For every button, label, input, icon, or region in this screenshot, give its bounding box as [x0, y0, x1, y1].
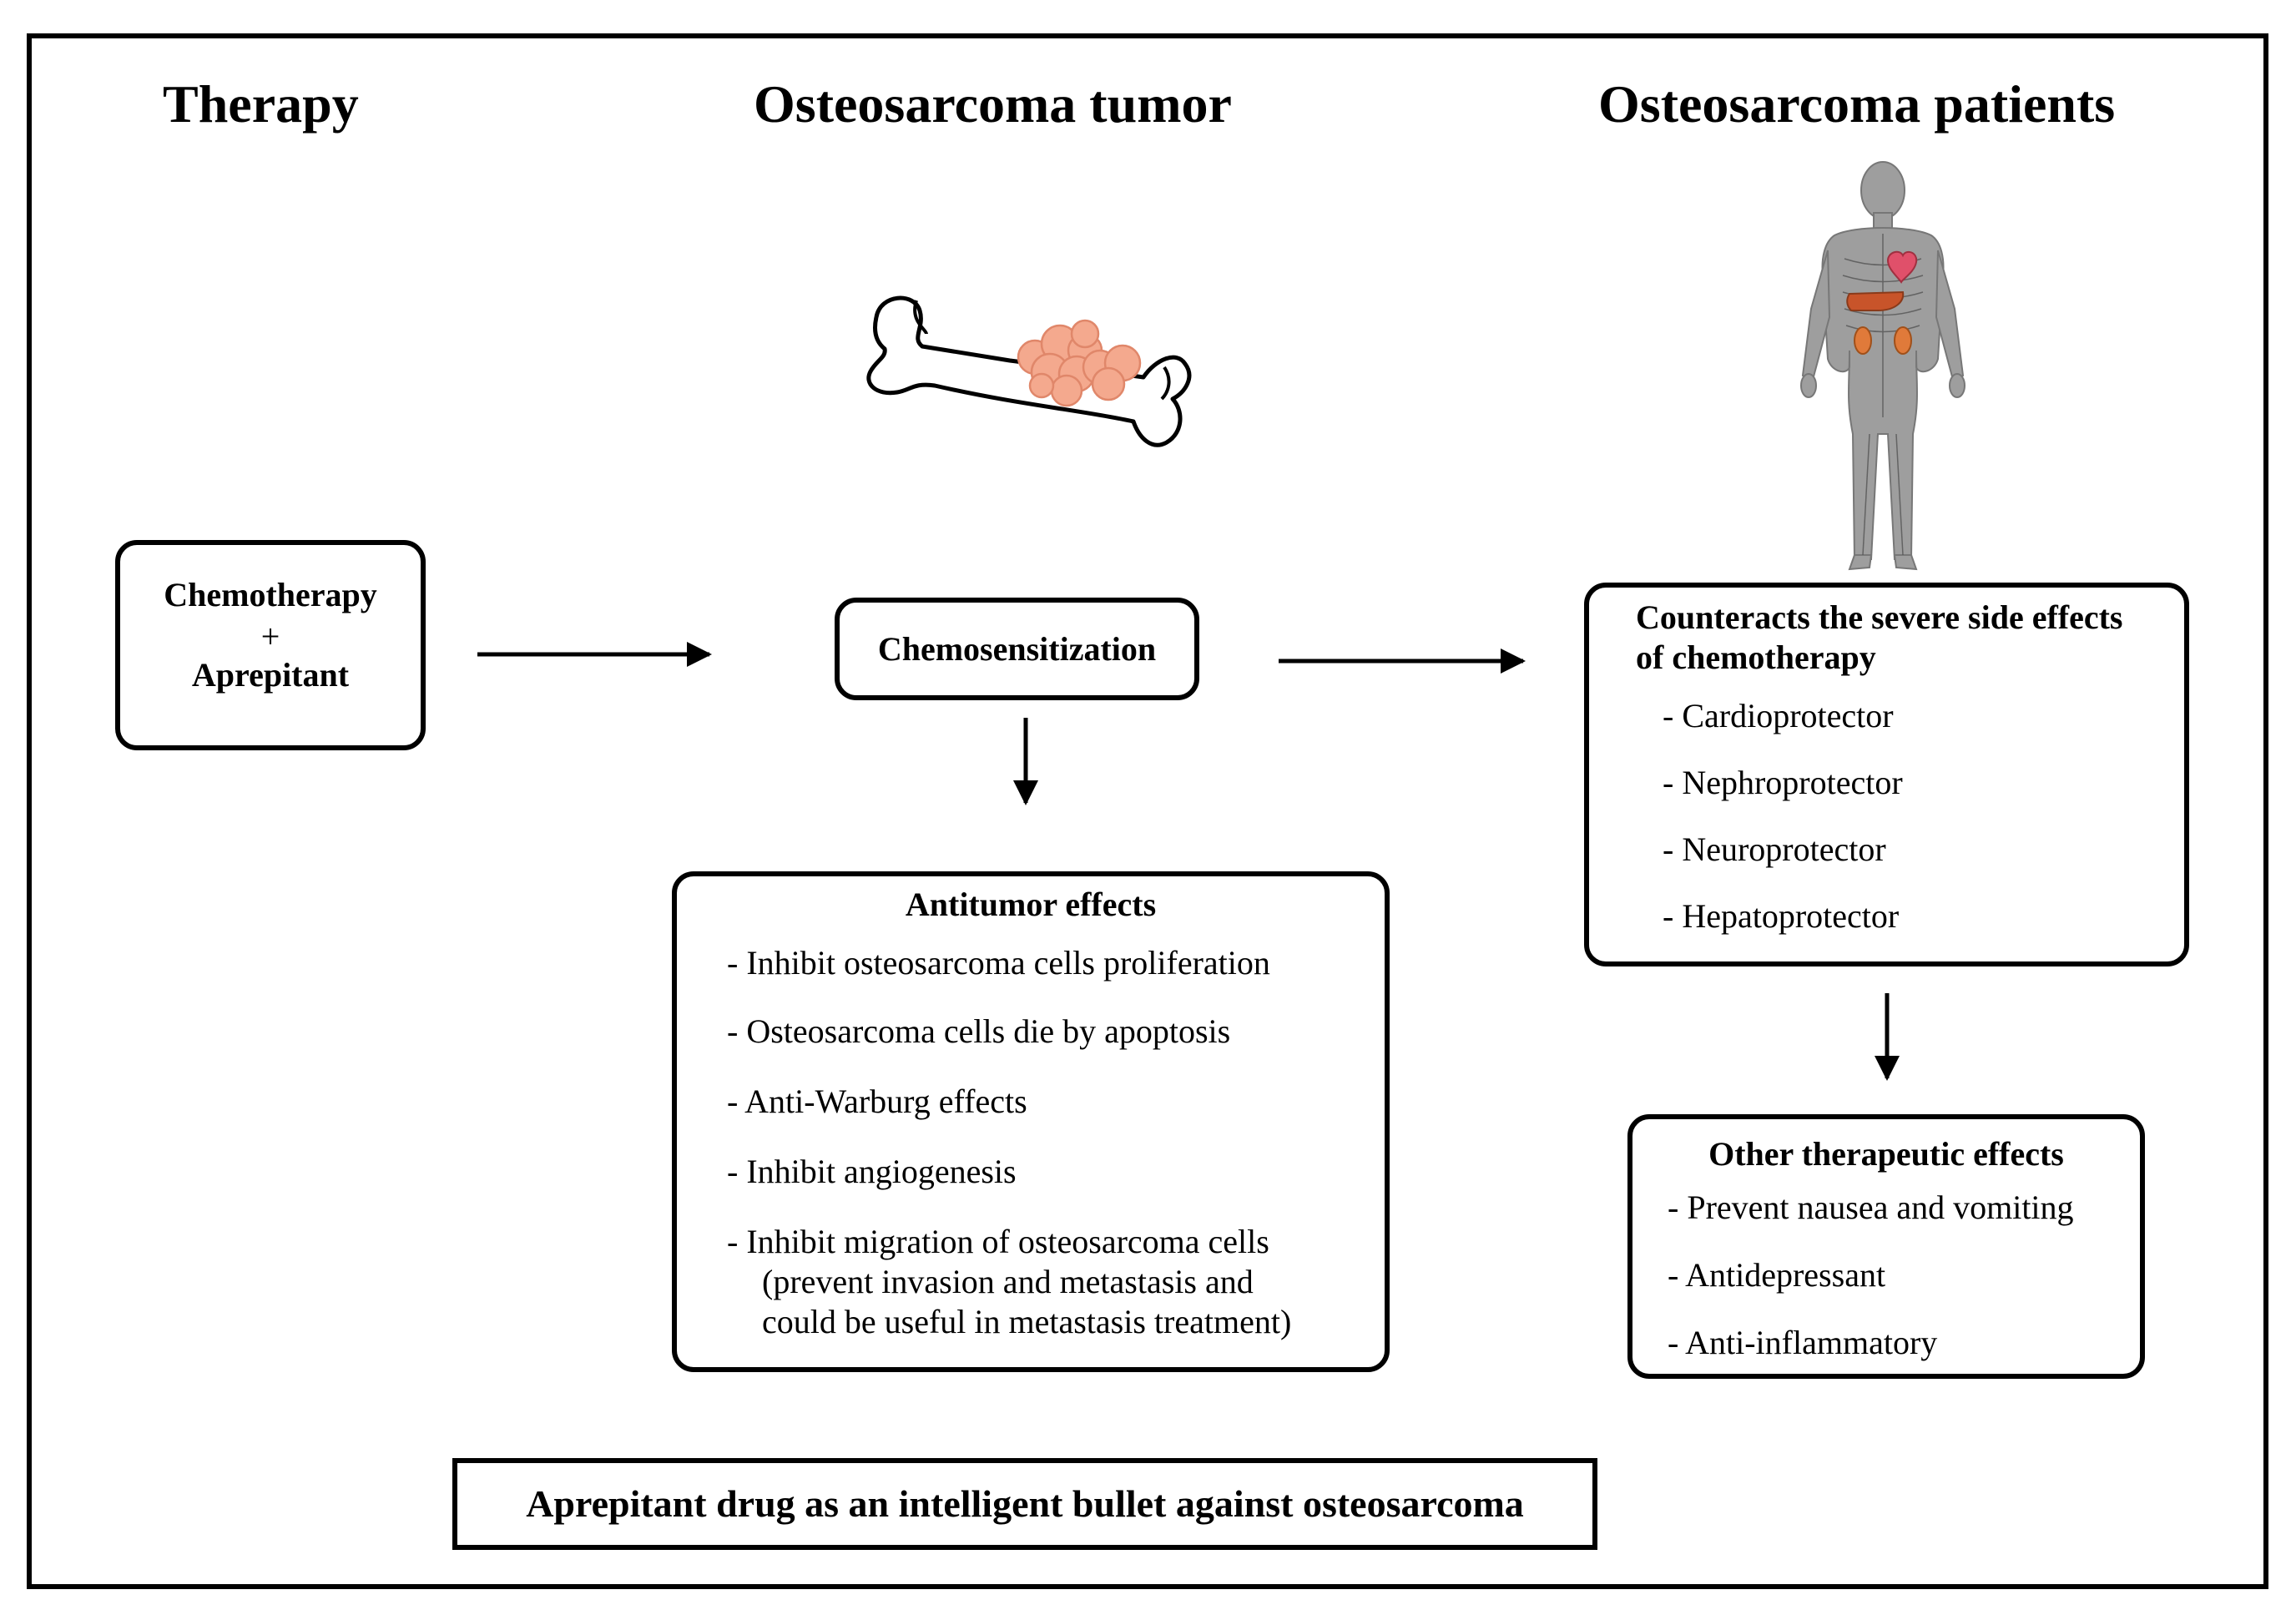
counteracts-box: Counteracts the severe side effects of c… [1584, 583, 2189, 966]
figure-frame [27, 33, 2268, 1589]
antitumor-item-cont: (prevent invasion and metastasis and [762, 1263, 1254, 1300]
therapy-box: Chemotherapy + Aprepitant [115, 540, 426, 750]
counteracts-item: - Cardioprotector [1663, 697, 1894, 734]
human-body-organs-icon [1800, 161, 1965, 571]
other-effects-item: - Anti-inflammatory [1668, 1324, 1938, 1361]
counteracts-item: - Nephroprotector [1663, 764, 1903, 801]
antitumor-item-cont: could be useful in metastasis treatment) [762, 1303, 1292, 1340]
antitumor-box: Antitumor effects - Inhibit osteosarcoma… [672, 871, 1390, 1372]
chemosensitization-label: Chemosensitization [877, 630, 1157, 668]
header-therapy: Therapy [163, 74, 359, 134]
antitumor-item: - Inhibit osteosarcoma cells proliferati… [727, 944, 1270, 982]
header-tumor: Osteosarcoma tumor [754, 74, 1232, 134]
counteracts-item: - Neuroprotector [1663, 830, 1886, 868]
bone-with-tumor-icon [866, 295, 1192, 447]
conclusion-text: Aprepitant drug as an intelligent bullet… [526, 1482, 1524, 1525]
header-patients: Osteosarcoma patients [1598, 74, 2116, 134]
antitumor-item: - Anti-Warburg effects [727, 1083, 1027, 1120]
antitumor-item: - Inhibit migration of osteosarcoma cell… [727, 1223, 1269, 1260]
therapy-line2: Aprepitant [191, 656, 350, 694]
other-effects-item: - Antidepressant [1668, 1256, 1886, 1294]
antitumor-item: - Inhibit angiogenesis [727, 1153, 1017, 1190]
therapy-plus: + [260, 618, 280, 655]
antitumor-item: - Osteosarcoma cells die by apoptosis [727, 1012, 1231, 1050]
counteracts-title-line1: Counteracts the severe side effects [1636, 598, 2123, 636]
counteracts-item: - Hepatoprotector [1663, 897, 1900, 935]
conclusion-box: Aprepitant drug as an intelligent bullet… [452, 1458, 1597, 1550]
antitumor-title: Antitumor effects [905, 886, 1157, 923]
other-effects-box: Other therapeutic effects - Prevent naus… [1627, 1114, 2145, 1379]
therapy-line1: Chemotherapy [164, 576, 377, 613]
other-effects-title: Other therapeutic effects [1708, 1135, 2064, 1173]
other-effects-item: - Prevent nausea and vomiting [1668, 1189, 2074, 1226]
chemosensitization-box: Chemosensitization [835, 598, 1199, 700]
counteracts-title-line2: of chemotherapy [1636, 638, 1876, 676]
